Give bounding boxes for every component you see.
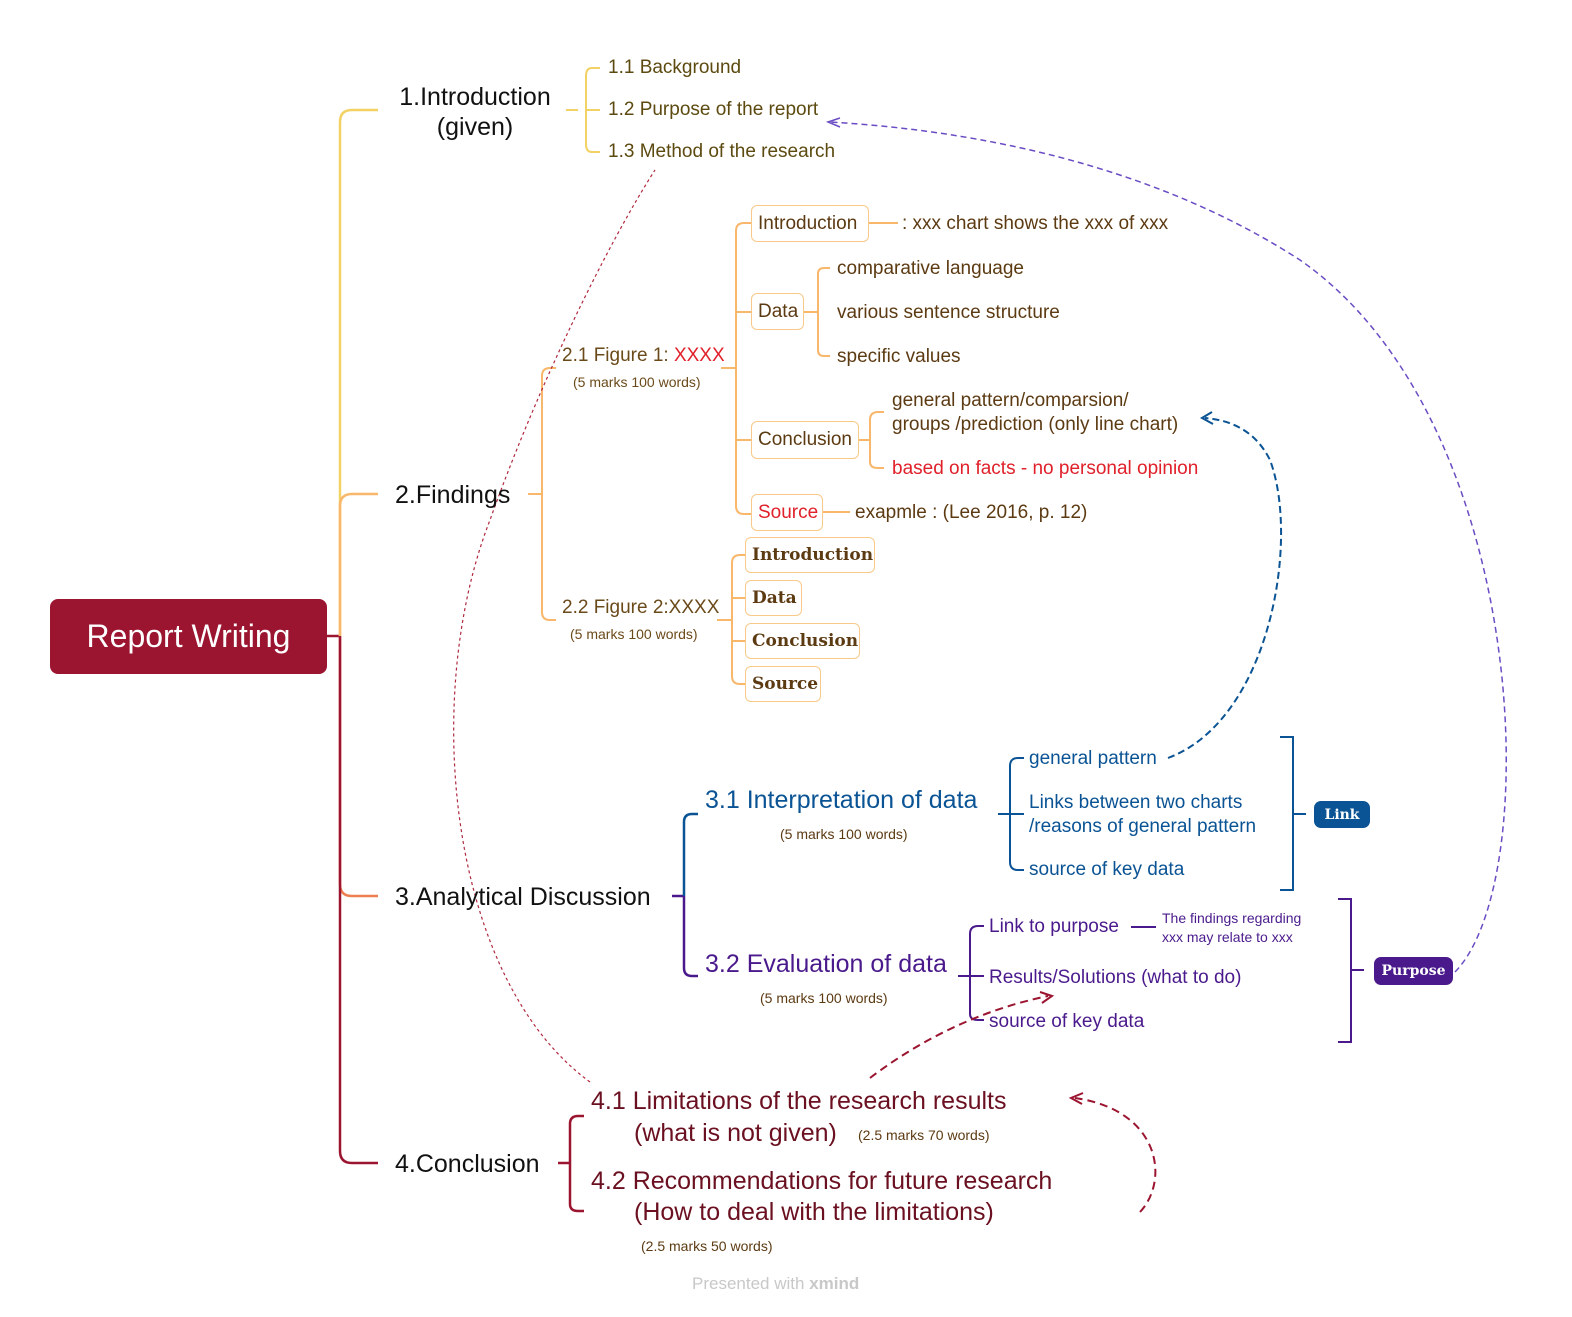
purpose-badge[interactable]: Purpose bbox=[1374, 957, 1453, 985]
conclusion-desc-line1: general pattern/comparsion/ bbox=[892, 390, 1129, 411]
fig1-introduction-desc: : xxx chart shows the xxx of xxx bbox=[902, 213, 1169, 234]
link-badge[interactable]: Link bbox=[1314, 801, 1370, 828]
eval-note-line1: The findings regarding bbox=[1162, 910, 1302, 926]
root-topic[interactable]: Report Writing bbox=[50, 599, 327, 674]
intro-title: 1.Introduction bbox=[399, 83, 551, 111]
fig1-data-box[interactable]: Data bbox=[751, 293, 804, 330]
fig1-conclusion-box[interactable]: Conclusion bbox=[751, 421, 859, 459]
eval-note: The findings regarding xxx may relate to… bbox=[1162, 909, 1301, 947]
fig1-topic[interactable]: 2.1 Figure 1: XXXX bbox=[562, 345, 725, 368]
fig2-data-box[interactable]: Data bbox=[745, 580, 802, 616]
eval-note-line2: xxx may relate to xxx bbox=[1162, 929, 1293, 945]
limitations-marks: (2.5 marks 70 words) bbox=[858, 1127, 990, 1143]
data-item-sentence: various sentence structure bbox=[837, 302, 1060, 323]
intro-topic[interactable]: 1.Introduction (given) bbox=[396, 82, 554, 142]
fig1-marks: (5 marks 100 words) bbox=[573, 374, 701, 390]
conclusion-red-note: based on facts - no personal opinion bbox=[892, 458, 1199, 479]
intro-item-purpose[interactable]: 1.2 Purpose of the report bbox=[608, 99, 819, 120]
interp-item-source: source of key data bbox=[1029, 859, 1185, 880]
source-example: exapmle : (Lee 2016, p. 12) bbox=[855, 502, 1088, 523]
fig2-conclusion-box[interactable]: Conclusion bbox=[745, 623, 860, 659]
intro-item-background[interactable]: 1.1 Background bbox=[608, 57, 742, 78]
fig2-source-box[interactable]: Source bbox=[745, 666, 821, 702]
recommendations-line1[interactable]: 4.2 Recommendations for future research bbox=[591, 1167, 1053, 1195]
footer-watermark: Presented with xmind bbox=[692, 1274, 859, 1294]
analysis-topic[interactable]: 3.Analytical Discussion bbox=[395, 883, 651, 911]
interp-item-links-line1: Links between two charts bbox=[1029, 792, 1243, 813]
eval-item-results: Results/Solutions (what to do) bbox=[989, 967, 1242, 988]
conclusion-desc-line2: groups /prediction (only line chart) bbox=[892, 414, 1179, 435]
conclusion-topic[interactable]: 4.Conclusion bbox=[395, 1150, 540, 1178]
recommendations-line2: (How to deal with the limitations) bbox=[634, 1198, 994, 1226]
eval-item-link-purpose: Link to purpose bbox=[989, 916, 1119, 937]
interp-item-general-pattern: general pattern bbox=[1029, 748, 1157, 769]
eval-item-source: source of key data bbox=[989, 1011, 1145, 1032]
data-item-comparative: comparative language bbox=[837, 258, 1024, 279]
limitations-line2: (what is not given) bbox=[634, 1119, 837, 1147]
interp-topic[interactable]: 3.1 Interpretation of data bbox=[705, 786, 978, 814]
footer-brand: xmind bbox=[809, 1274, 860, 1293]
fig2-topic[interactable]: 2.2 Figure 2:XXXX bbox=[562, 597, 720, 618]
fig1-label: 2.1 Figure 1: bbox=[562, 345, 674, 366]
intro-subtitle: (given) bbox=[436, 113, 514, 141]
conclusion-desc: general pattern/comparsion/ groups /pred… bbox=[892, 389, 1178, 437]
fig2-marks: (5 marks 100 words) bbox=[570, 626, 698, 642]
fig1-source-box[interactable]: Source bbox=[751, 494, 823, 531]
eval-topic[interactable]: 3.2 Evaluation of data bbox=[705, 950, 947, 978]
interp-item-links-line2: /reasons of general pattern bbox=[1029, 816, 1257, 837]
findings-topic[interactable]: 2.Findings bbox=[395, 481, 511, 509]
intro-item-method[interactable]: 1.3 Method of the research bbox=[608, 141, 836, 162]
interp-item-links: Links between two charts /reasons of gen… bbox=[1029, 791, 1256, 839]
eval-marks: (5 marks 100 words) bbox=[760, 990, 888, 1006]
interp-marks: (5 marks 100 words) bbox=[780, 826, 908, 842]
fig1-label-red: XXXX bbox=[673, 345, 725, 366]
data-item-values: specific values bbox=[837, 346, 961, 367]
recommendations-marks: (2.5 marks 50 words) bbox=[641, 1238, 773, 1254]
fig1-introduction-box[interactable]: Introduction bbox=[751, 205, 869, 242]
limitations-line1[interactable]: 4.1 Limitations of the research results bbox=[591, 1087, 1007, 1115]
fig2-introduction-box[interactable]: Introduction bbox=[745, 537, 875, 573]
footer-prefix: Presented with bbox=[692, 1274, 810, 1293]
